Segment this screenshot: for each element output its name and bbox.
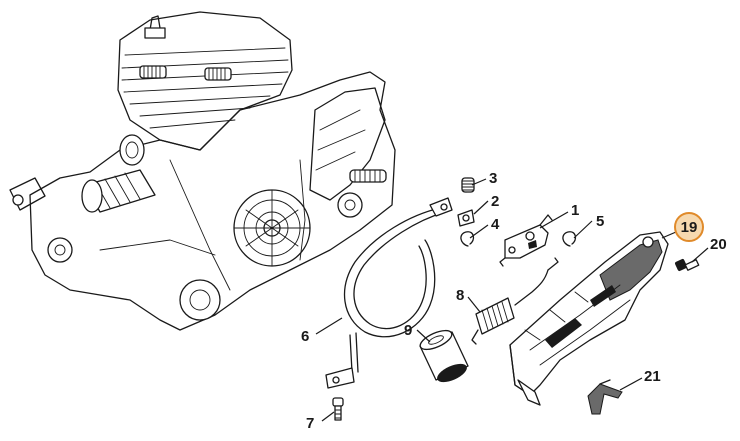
engine-crankcase-drawing	[9, 11, 396, 331]
callout-5[interactable]: 5	[596, 213, 604, 230]
leader-lines	[315, 178, 709, 422]
pin-part-2	[457, 209, 475, 227]
callout-labels: 1 2 3 4 5 6 7 8 9 19 20 21	[301, 170, 727, 432]
spring-part-3	[461, 177, 475, 193]
brake-band-part-6	[325, 197, 453, 389]
lever-part-1	[499, 214, 553, 267]
callout-7[interactable]: 7	[306, 415, 314, 432]
sleeve-part-9	[419, 329, 469, 383]
lever-part-21	[587, 379, 623, 415]
circlip-part-4	[460, 231, 475, 247]
screw-part-20	[675, 259, 700, 271]
callout-19-highlight[interactable]: 19	[674, 212, 704, 242]
callout-19[interactable]: 19	[681, 219, 698, 236]
head-stud-left	[139, 65, 167, 79]
callout-6[interactable]: 6	[301, 328, 309, 345]
screw-part-7	[332, 397, 344, 421]
tension-spring-part-8	[471, 257, 559, 345]
callout-4[interactable]: 4	[491, 216, 500, 233]
case-spring	[349, 169, 387, 183]
hand-guard-part-19	[509, 231, 669, 406]
callout-2[interactable]: 2	[491, 193, 499, 210]
callout-3[interactable]: 3	[489, 170, 497, 187]
callout-8[interactable]: 8	[456, 287, 464, 304]
callout-20[interactable]: 20	[710, 236, 727, 253]
callout-1[interactable]: 1	[571, 202, 579, 219]
intake-boot	[81, 169, 156, 213]
impulse-tube	[119, 134, 145, 166]
circlip-part-5	[562, 231, 577, 247]
callout-9[interactable]: 9	[404, 322, 412, 339]
head-stud-right	[204, 67, 232, 81]
callout-21[interactable]: 21	[644, 368, 661, 385]
flywheel	[233, 189, 311, 267]
